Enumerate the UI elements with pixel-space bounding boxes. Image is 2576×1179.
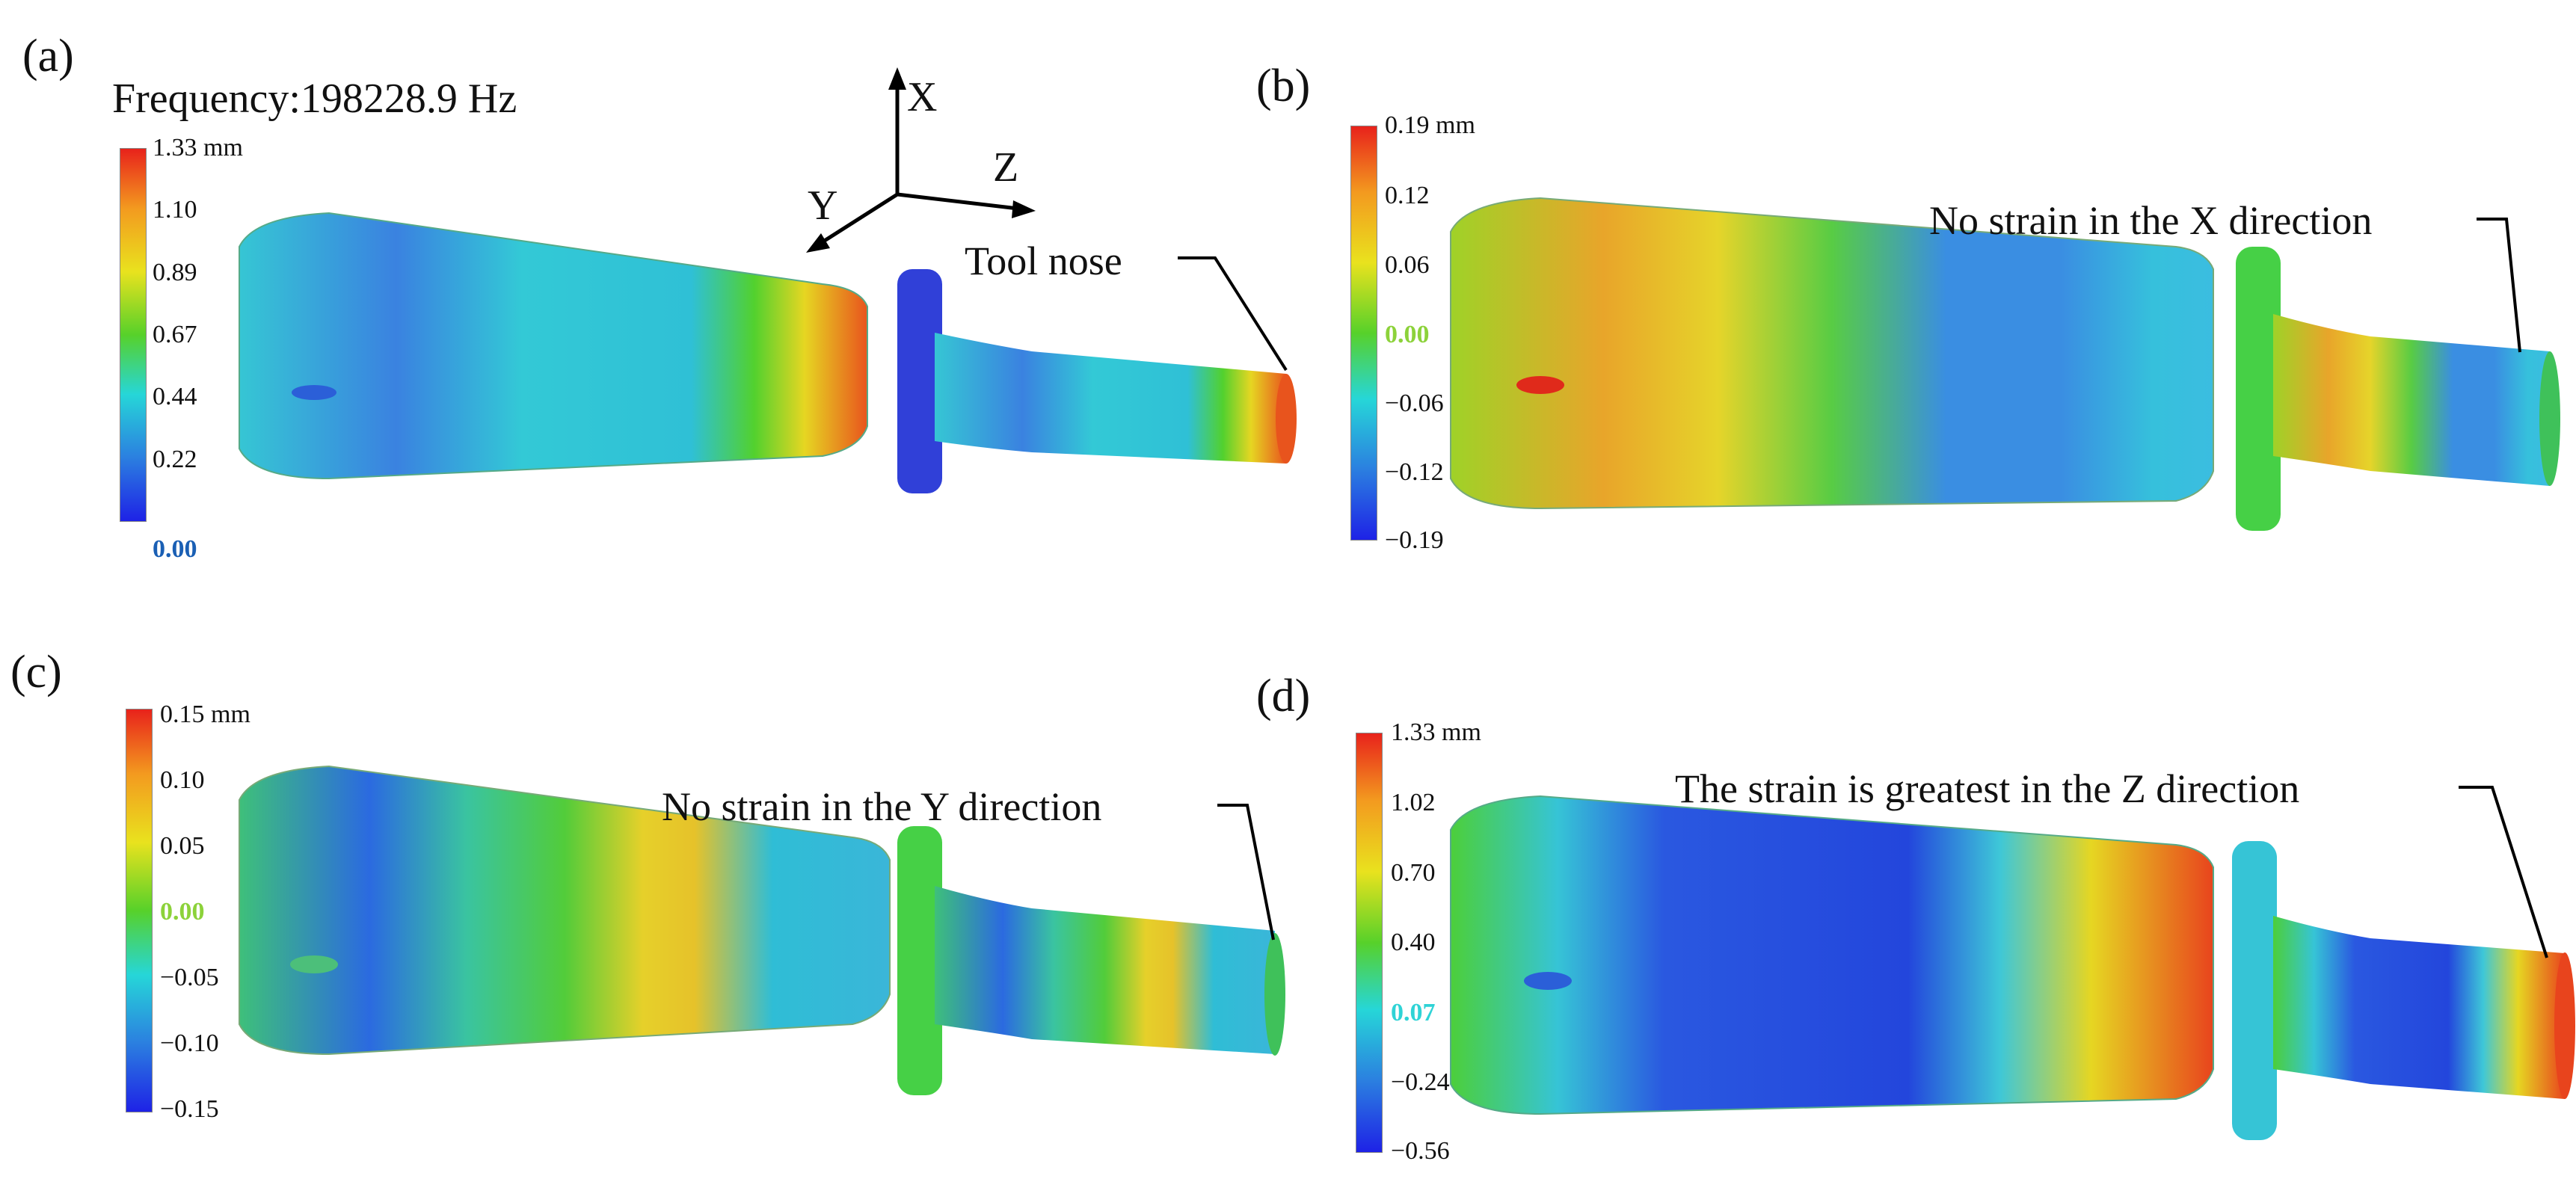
callout-label: The strain is greatest in the Z directio… <box>1675 766 2300 811</box>
colorbar <box>1356 733 1383 1153</box>
tool-body <box>1450 795 2214 1115</box>
panel-c: (c) 0.15 mm 0.10 0.05 0.00 −0.05 −0.10 −… <box>0 613 1285 1179</box>
colorbar-tick: 1.02 <box>1391 789 1436 816</box>
callout-leader <box>1178 256 1288 372</box>
colorbar-tick: −0.10 <box>160 1029 219 1057</box>
tool-body <box>1450 197 2214 510</box>
colorbar-tick: 0.15 mm <box>160 701 250 728</box>
tool-shank <box>935 886 1275 1054</box>
tool-model <box>1450 795 2575 1140</box>
tool-model <box>239 212 1297 493</box>
colorbar-tick: 0.89 <box>153 259 197 286</box>
tool-body <box>239 765 891 1056</box>
colorbar-tick: 0.22 <box>153 446 197 473</box>
colorbar <box>1350 126 1377 541</box>
colorbar-tick-highlight: 0.07 <box>1391 999 1436 1026</box>
panel-d: (d) 1.33 mm 1.02 0.70 0.40 0.07 −0.24 −0… <box>1256 613 2576 1179</box>
tool-flange <box>897 826 942 1095</box>
colorbar-tick: −0.15 <box>160 1095 219 1123</box>
colorbar <box>120 148 147 522</box>
panel-label: (a) <box>22 31 74 81</box>
panel-label: (d) <box>1256 671 1311 721</box>
colorbar-tick: −0.12 <box>1385 458 1444 486</box>
colorbar-tick: 0.67 <box>153 321 197 348</box>
axis-y-label: Y <box>808 182 838 229</box>
frequency-label: Frequency:198228.9 Hz <box>112 76 517 122</box>
axis-z-label: Z <box>993 144 1019 191</box>
panel-a: (a) Frequency:198228.9 Hz 1.33 mm 1.10 0… <box>0 0 1297 591</box>
colorbar-tick: −0.05 <box>160 964 219 991</box>
callout-label: Tool nose <box>965 238 1122 283</box>
axis-x-label: X <box>907 74 938 120</box>
colorbar-tick: 0.19 mm <box>1385 111 1475 139</box>
colorbar-tick: 1.33 mm <box>153 134 243 161</box>
panel-b: (b) 0.19 mm 0.12 0.06 0.00 −0.06 −0.12 −… <box>1256 0 2576 591</box>
tool-flange <box>897 269 942 493</box>
colorbar-tick: 0.70 <box>1391 859 1436 887</box>
panel-label: (c) <box>10 647 62 698</box>
callout-label: No strain in the X direction <box>1929 198 2373 243</box>
colorbar-tick: −0.56 <box>1391 1137 1450 1165</box>
tool-shank <box>2273 314 2550 486</box>
colorbar-tick: 1.10 <box>153 196 197 224</box>
colorbar-tick: 0.12 <box>1385 182 1430 209</box>
axis-triad <box>806 67 1036 253</box>
tool-shank <box>935 333 1286 464</box>
colorbar-tick: −0.19 <box>1385 526 1444 554</box>
colorbar-tick: 0.44 <box>153 383 197 410</box>
colorbar-tick: 0.06 <box>1385 251 1430 279</box>
colorbar-tick: 1.33 mm <box>1391 718 1481 746</box>
colorbar-tick: 0.05 <box>160 832 205 860</box>
callout-label: No strain in the Y direction <box>662 784 1102 829</box>
tool-model <box>239 765 1285 1095</box>
colorbar <box>126 709 153 1112</box>
colorbar-tick-highlight: 0.00 <box>153 535 197 563</box>
colorbar-tick: −0.24 <box>1391 1068 1450 1096</box>
colorbar-tick: 0.10 <box>160 766 205 794</box>
tool-flange <box>2236 247 2281 531</box>
colorbar-tick: 0.40 <box>1391 929 1436 956</box>
colorbar-tick-highlight: 0.00 <box>1385 321 1430 348</box>
tool-shank <box>2273 916 2565 1099</box>
colorbar-tick: −0.06 <box>1385 390 1444 417</box>
panel-label: (b) <box>1256 61 1311 111</box>
colorbar-tick-highlight: 0.00 <box>160 898 205 926</box>
tool-body <box>239 212 868 480</box>
tool-flange <box>2232 841 2277 1140</box>
tool-model <box>1450 197 2560 531</box>
callout-leader <box>2459 786 2548 958</box>
callout-leader <box>2477 218 2521 353</box>
callout-leader <box>1217 804 1275 941</box>
